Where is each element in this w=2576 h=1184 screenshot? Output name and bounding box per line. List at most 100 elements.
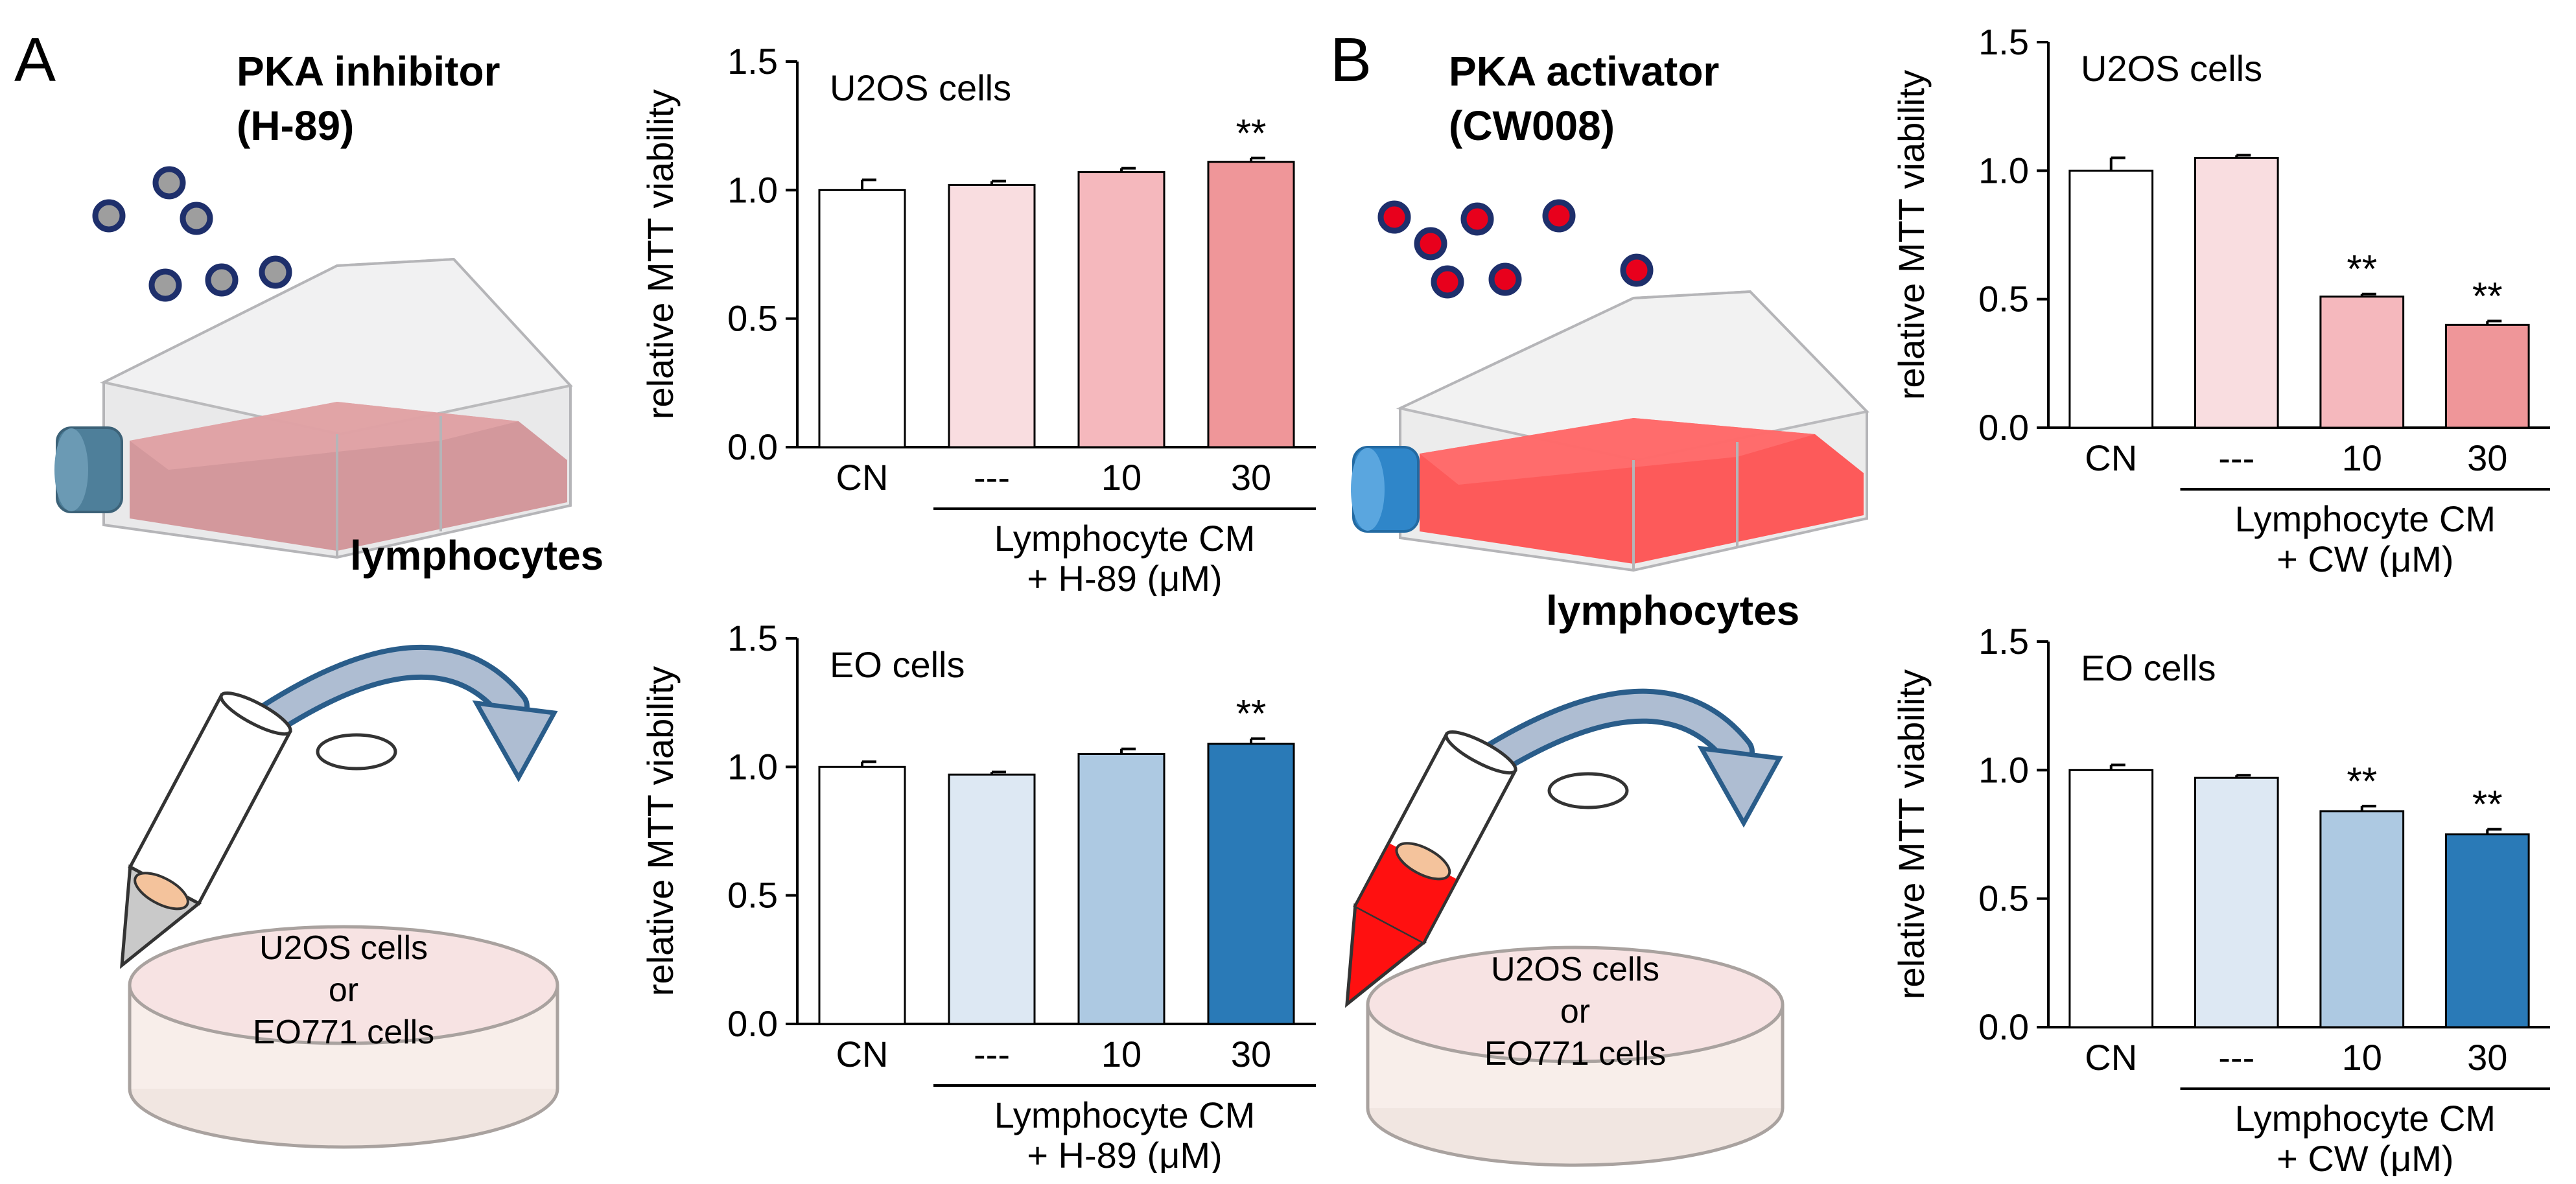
- y-tick-label: 1.5: [1978, 621, 2029, 662]
- panel-a-title: PKA inhibitor (H-89): [237, 44, 500, 153]
- dish-b-line3: EO771 cells: [1484, 1035, 1666, 1073]
- particle: [152, 166, 186, 200]
- x-tick-label: ---: [974, 1034, 1010, 1074]
- panel-b-title: PKA activator (CW008): [1449, 44, 1719, 153]
- y-tick-label: 0.5: [1978, 878, 2029, 919]
- panel-letter-a: A: [14, 25, 56, 95]
- y-tick-label: 1.0: [1978, 749, 2029, 790]
- bar: [1077, 171, 1165, 448]
- significance-marker: **: [1236, 111, 1267, 155]
- bar: [948, 183, 1036, 448]
- x-tick-label: ---: [974, 457, 1010, 498]
- chart-panel-a-eo: relative MTT viability 0.0 0.5 1.0 1.5 EO cel…: [642, 618, 1316, 1173]
- significance-marker: **: [2347, 248, 2377, 291]
- particle: [1414, 227, 1447, 261]
- panel-b-particles: [1377, 199, 1654, 299]
- x-tick-label: 10: [2342, 437, 2382, 478]
- y-tick-label: 0.5: [1978, 279, 2029, 319]
- chart-panel-b-eo: relative MTT viability 0.0 0.5 1.0 1.5 EO cel…: [1893, 621, 2550, 1176]
- particle: [205, 263, 239, 297]
- bar: [2319, 296, 2405, 429]
- panel-a-lymphocytes-label: lymphocytes: [350, 532, 604, 579]
- bar: [1077, 753, 1165, 1025]
- x-tick-label: 10: [2342, 1037, 2382, 1078]
- bar: [818, 765, 906, 1025]
- particles-grey: [92, 166, 308, 373]
- particle: [148, 268, 182, 302]
- panel-a-flask: [54, 257, 573, 559]
- particle: [92, 199, 126, 233]
- particles-red: [1377, 199, 1654, 299]
- group-label-line1: Lymphocyte CM: [994, 518, 1256, 559]
- particle: [259, 255, 292, 289]
- particle: [1488, 262, 1522, 296]
- bar: [818, 189, 906, 448]
- bar: [2444, 833, 2530, 1028]
- y-tick-label: 0.5: [727, 298, 778, 339]
- particle: [1460, 202, 1494, 236]
- x-tick-label: ---: [2218, 1037, 2254, 1078]
- group-label-line1: Lymphocyte CM: [2235, 1098, 2496, 1139]
- dish-b-line1: U2OS cells: [1491, 951, 1659, 988]
- bar: [948, 773, 1036, 1025]
- bar: [2068, 769, 2154, 1028]
- significance-marker: **: [1236, 692, 1267, 736]
- chart-annotation: EO cells: [2081, 647, 2216, 688]
- panel-b-title-line1: PKA activator: [1449, 48, 1720, 95]
- y-tick-label: 1.5: [1978, 21, 2029, 62]
- chart-annotation: U2OS cells: [2081, 48, 2262, 89]
- panel-letter-b: B: [1330, 25, 1372, 95]
- y-tick-label: 0.0: [1978, 1006, 2029, 1047]
- bar: [2319, 810, 2405, 1028]
- panel-a-tube-dish: U2OS cells or EO771 cells: [120, 644, 559, 1149]
- y-tick-label: 0.0: [1978, 407, 2029, 448]
- bar: [2444, 323, 2530, 429]
- group-label-line2: + H-89 (μM): [1027, 558, 1222, 596]
- x-tick-label: CN: [2085, 1037, 2137, 1078]
- y-axis-label: relative MTT viability: [1893, 669, 1932, 999]
- significance-marker: **: [2472, 274, 2503, 318]
- x-tick-label: 30: [1231, 1034, 1271, 1074]
- dish-a-line2: or: [329, 971, 358, 1009]
- y-tick-label: 1.5: [727, 618, 778, 658]
- group-label-line1: Lymphocyte CM: [994, 1095, 1256, 1135]
- particle: [1542, 199, 1576, 233]
- bar: [1207, 161, 1295, 448]
- panel-b-tube-dish: U2OS cells or EO771 cells: [1345, 688, 1785, 1167]
- y-tick-label: 1.0: [727, 746, 778, 787]
- y-tick-label: 0.5: [727, 875, 778, 916]
- panel-a-particles: [92, 166, 308, 373]
- group-label-line1: Lymphocyte CM: [2235, 498, 2496, 539]
- bar: [2194, 157, 2279, 429]
- group-label-line2: + CW (μM): [2277, 539, 2453, 577]
- x-tick-label: CN: [836, 457, 889, 498]
- bar: [2068, 169, 2154, 429]
- dish-b-line2: or: [1560, 993, 1590, 1030]
- chart-annotation: EO cells: [830, 644, 965, 685]
- y-tick-label: 1.0: [1978, 150, 2029, 191]
- group-label-line2: + CW (μM): [2277, 1138, 2453, 1176]
- bar: [2194, 776, 2279, 1028]
- panel-a-title-line2: (H-89): [237, 102, 355, 149]
- significance-marker: **: [2347, 760, 2377, 803]
- y-tick-label: 1.0: [727, 169, 778, 210]
- x-tick-label: 30: [2467, 437, 2507, 478]
- x-tick-label: 10: [1101, 1034, 1142, 1074]
- particle: [1431, 265, 1464, 299]
- bar: [1207, 743, 1295, 1025]
- x-tick-label: CN: [2085, 437, 2137, 478]
- panel-b-lymphocytes-label: lymphocytes: [1546, 587, 1800, 634]
- particle: [180, 202, 213, 235]
- chart-annotation: U2OS cells: [830, 67, 1011, 108]
- x-tick-label: 10: [1101, 457, 1142, 498]
- significance-marker: **: [2472, 783, 2503, 826]
- particle: [1377, 200, 1411, 234]
- y-tick-label: 0.0: [727, 1003, 778, 1044]
- dish-a-line3: EO771 cells: [253, 1014, 434, 1051]
- dish-a-line1: U2OS cells: [259, 929, 428, 967]
- y-axis-label: relative MTT viability: [1893, 70, 1932, 400]
- panel-a-title-line1: PKA inhibitor: [237, 48, 500, 95]
- x-tick-label: CN: [836, 1034, 889, 1074]
- y-axis-label: relative MTT viability: [642, 666, 681, 996]
